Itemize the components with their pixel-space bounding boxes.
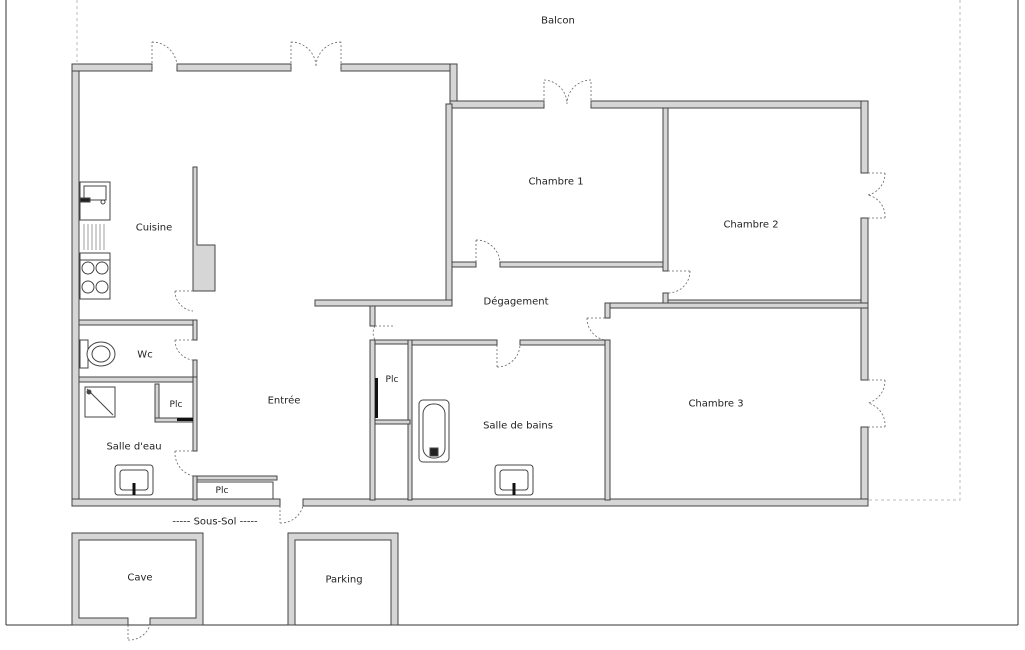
- door-wc: [174, 339, 194, 361]
- room-label-wc: Wc: [137, 349, 153, 361]
- door-chambre3: [586, 317, 606, 341]
- room-label-salle-eau: Salle d'eau: [106, 441, 162, 453]
- room-label-placard-entree: Plc: [385, 375, 399, 385]
- door-chambre2: [667, 270, 691, 294]
- balcony-outline: [76, 0, 961, 501]
- kitchen-sink-icon: [79, 181, 111, 250]
- room-label-chambre3: Chambre 3: [688, 398, 744, 410]
- salle-bains-sink-icon: [494, 464, 534, 496]
- door-chambre3-right: [867, 379, 886, 428]
- basement-label: ----- Sous-Sol -----: [172, 516, 258, 528]
- door-chambre2-right: [867, 172, 886, 219]
- room-label-chambre1: Chambre 1: [528, 176, 584, 188]
- door-kitchen: [174, 290, 194, 312]
- salle-eau-sink-icon: [114, 464, 154, 496]
- room-label-cave: Cave: [127, 572, 153, 584]
- room-label-placard-bas: Plc: [215, 486, 229, 496]
- room-label-entree: Entrée: [267, 395, 301, 407]
- walls: [71, 63, 869, 626]
- balcony-label: Balcon: [541, 15, 575, 27]
- shower-icon: [84, 386, 116, 418]
- door-placard: [372, 325, 395, 341]
- doors: [127, 41, 886, 641]
- door-salle-bains: [496, 344, 521, 368]
- door-top-left: [151, 41, 178, 71]
- room-label-cuisine: Cuisine: [135, 222, 173, 234]
- fixtures: [79, 181, 534, 496]
- door-entrance: [279, 505, 304, 524]
- room-label-placard-salle-eau: Plc: [169, 400, 183, 410]
- room-label-parking: Parking: [325, 574, 363, 586]
- bathtub-icon: [418, 399, 450, 463]
- room-label-salle-bains: Salle de bains: [483, 420, 553, 432]
- toilet-icon: [79, 339, 116, 369]
- door-top-double: [290, 41, 342, 71]
- stove-icon: [79, 252, 111, 300]
- door-salle-eau: [174, 450, 194, 477]
- door-chambre1-balcon: [543, 79, 592, 105]
- door-chambre1: [475, 239, 501, 263]
- room-label-degagement: Dégagement: [483, 296, 549, 308]
- room-label-chambre2: Chambre 2: [723, 219, 779, 231]
- door-cave: [127, 624, 151, 641]
